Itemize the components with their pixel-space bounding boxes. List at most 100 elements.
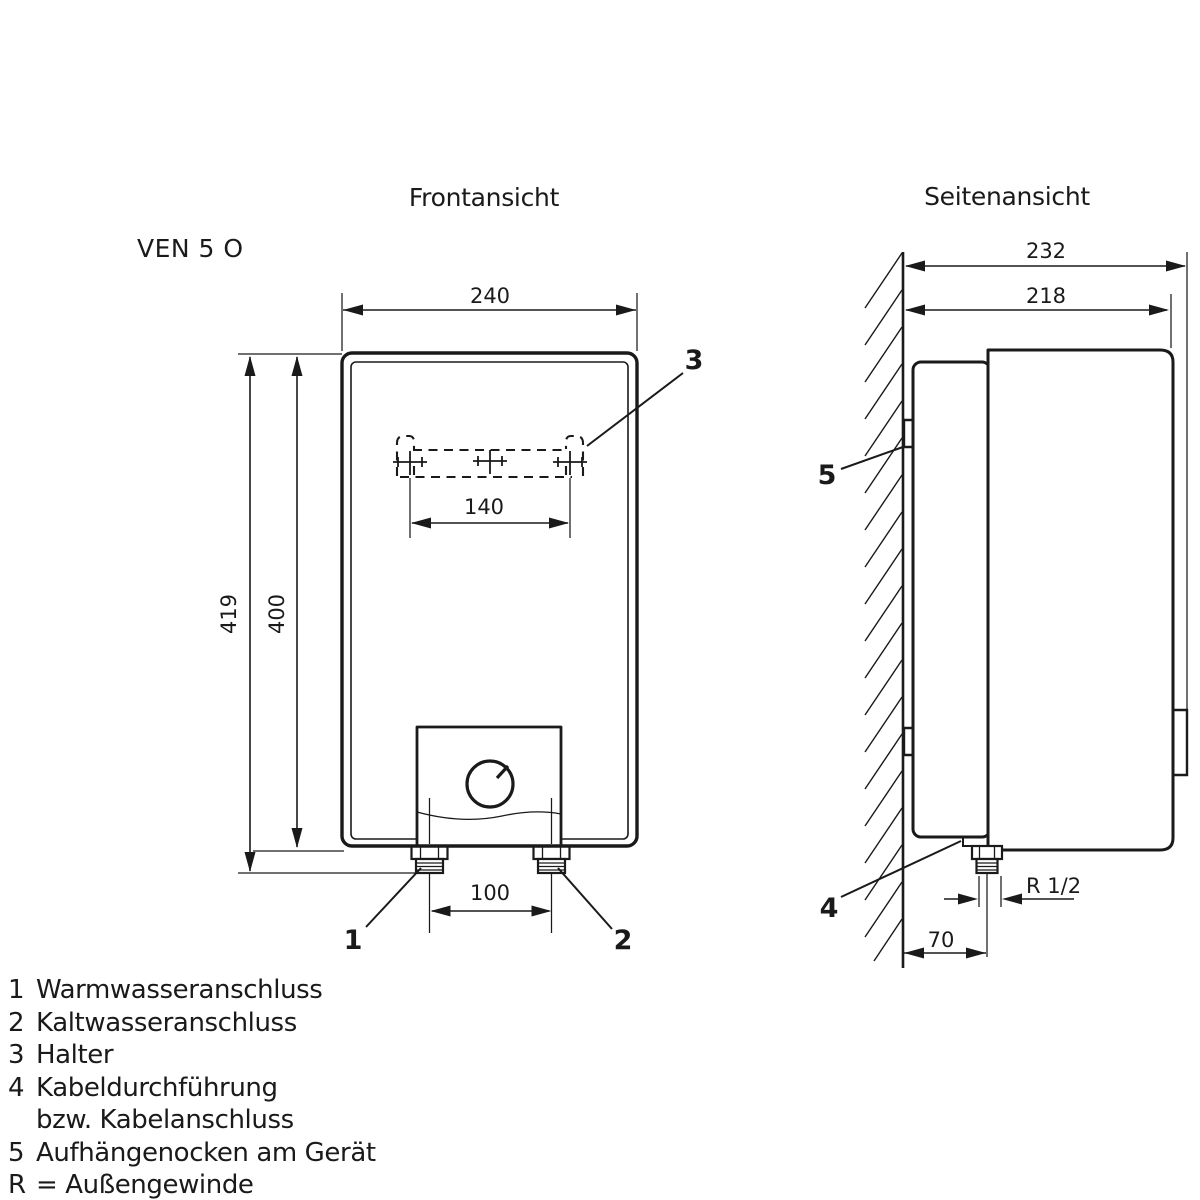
leader-line — [586, 372, 684, 447]
hot-water-pipe — [410, 844, 449, 875]
dim-extension — [341, 293, 638, 351]
dim-100-label: 100 — [470, 881, 510, 905]
dim-thread-label: R 1/2 — [1026, 874, 1081, 898]
arrow-left-icon — [905, 304, 925, 316]
legend-key: 1 — [8, 975, 25, 1005]
callout-5: 5 — [818, 446, 904, 491]
dim-extension — [409, 478, 571, 538]
legend-row: 1 Warmwasseranschluss — [8, 974, 376, 1007]
dim-232-label: 232 — [1026, 239, 1066, 263]
arrow-right-icon — [616, 304, 636, 316]
front-unit-outline — [340, 351, 639, 848]
arrow-right-icon — [1149, 304, 1169, 316]
dim-70: 70 — [904, 928, 986, 959]
callout-5-number: 5 — [818, 460, 837, 491]
knob-side-profile — [1173, 708, 1189, 777]
legend-row: R = Außengewinde — [8, 1169, 376, 1200]
bracket-ear-right — [564, 434, 585, 476]
dim-extension — [978, 876, 1002, 907]
arrow-down-icon — [244, 852, 256, 872]
dim-419-label: 419 — [217, 594, 241, 634]
callout-4: 4 — [820, 840, 962, 924]
legend-key: 4 — [8, 1072, 25, 1103]
pipe-nut-facets — [541, 846, 562, 859]
arrow-up-icon — [244, 356, 256, 376]
pipe-nut — [532, 844, 571, 861]
arrow-right-icon — [531, 905, 552, 917]
side-pipe — [970, 844, 1004, 875]
wall-hatching — [864, 252, 903, 962]
arrow-left-icon — [343, 304, 363, 316]
callout-3-number: 3 — [685, 345, 704, 376]
legend-key: 3 — [8, 1040, 25, 1070]
callout-2: 2 — [557, 867, 633, 956]
pipe-thread-lines — [976, 862, 998, 871]
unit-front-cover — [986, 348, 1175, 852]
dim-232: 232 — [905, 239, 1186, 272]
model-label: VEN 5 O — [137, 234, 244, 263]
legend-row: 2 Kaltwasseranschluss — [8, 1007, 376, 1040]
leader-line — [365, 867, 422, 928]
arrow-left-icon — [1002, 893, 1022, 905]
dim-70-label: 70 — [928, 928, 955, 952]
cable-entry-step — [962, 837, 972, 847]
legend-label: = Außengewinde — [36, 1170, 254, 1200]
dim-218-label: 218 — [1026, 284, 1066, 308]
front-view-title: Frontansicht — [409, 183, 560, 212]
dim-419: 419 — [217, 353, 418, 874]
bracket-centermark-center — [473, 450, 507, 474]
bracket-ear-left — [395, 434, 416, 476]
dim-140: 140 — [409, 478, 571, 538]
dim-thread: R 1/2 — [944, 874, 1081, 907]
legend-key: 5 — [8, 1137, 25, 1168]
cold-water-pipe — [532, 844, 571, 875]
leader-line — [840, 446, 904, 470]
legend-label: Halter — [36, 1040, 114, 1070]
legend-label: bzw. Kabelanschluss — [36, 1105, 294, 1135]
knob-pointer-icon — [495, 764, 510, 780]
dim-400: 400 — [253, 356, 344, 852]
legend-label: Kaltwasseranschluss — [36, 1007, 297, 1038]
callout-4-number: 4 — [820, 893, 839, 924]
legend-row: 4 Kabeldurchführung — [8, 1072, 376, 1105]
front-view: Frontansicht VEN 5 O — [137, 183, 703, 956]
arrow-left-icon — [430, 905, 451, 917]
legend: 1 Warmwasseranschluss 2 Kaltwasseranschl… — [8, 974, 376, 1200]
callout-1-number: 1 — [344, 925, 363, 956]
knob-icon — [465, 759, 515, 809]
arrow-right-icon — [549, 517, 569, 529]
legend-row: 5 Aufhängenocken am Gerät — [8, 1137, 376, 1170]
callout-3: 3 — [586, 345, 704, 447]
arrow-left-icon — [411, 517, 431, 529]
arrow-up-icon — [291, 356, 303, 376]
callout-2-number: 2 — [614, 925, 633, 956]
hanging-cam-lower — [902, 726, 913, 757]
legend-row: 3 Halter — [8, 1039, 376, 1072]
dim-140-label: 140 — [464, 495, 504, 519]
arrow-left-icon — [904, 947, 924, 959]
arrow-right-icon — [1166, 260, 1186, 272]
side-view-title: Seitenansicht — [924, 182, 1090, 211]
unit-back-housing — [911, 360, 992, 839]
legend-row: bzw. Kabelanschluss — [8, 1104, 376, 1137]
legend-key — [8, 1104, 36, 1137]
bracket-centermark-left — [393, 451, 427, 475]
leader-line — [557, 867, 613, 930]
pipe-nut-facets — [978, 846, 996, 859]
arrow-left-icon — [905, 260, 925, 272]
dim-extension — [238, 353, 418, 874]
hanging-cam-upper — [902, 418, 913, 449]
mounting-bracket — [393, 434, 587, 479]
arrow-right-icon — [958, 893, 978, 905]
legend-label: Kabeldurchführung — [36, 1072, 278, 1103]
legend-key: 2 — [8, 1007, 25, 1038]
leader-line — [840, 840, 962, 898]
arrow-down-icon — [291, 828, 303, 848]
dim-240: 240 — [341, 284, 638, 351]
arrow-right-icon — [966, 947, 986, 959]
pipe-nut-facets — [419, 846, 440, 859]
dim-240-label: 240 — [470, 284, 510, 308]
pipe-nut — [970, 844, 1004, 861]
